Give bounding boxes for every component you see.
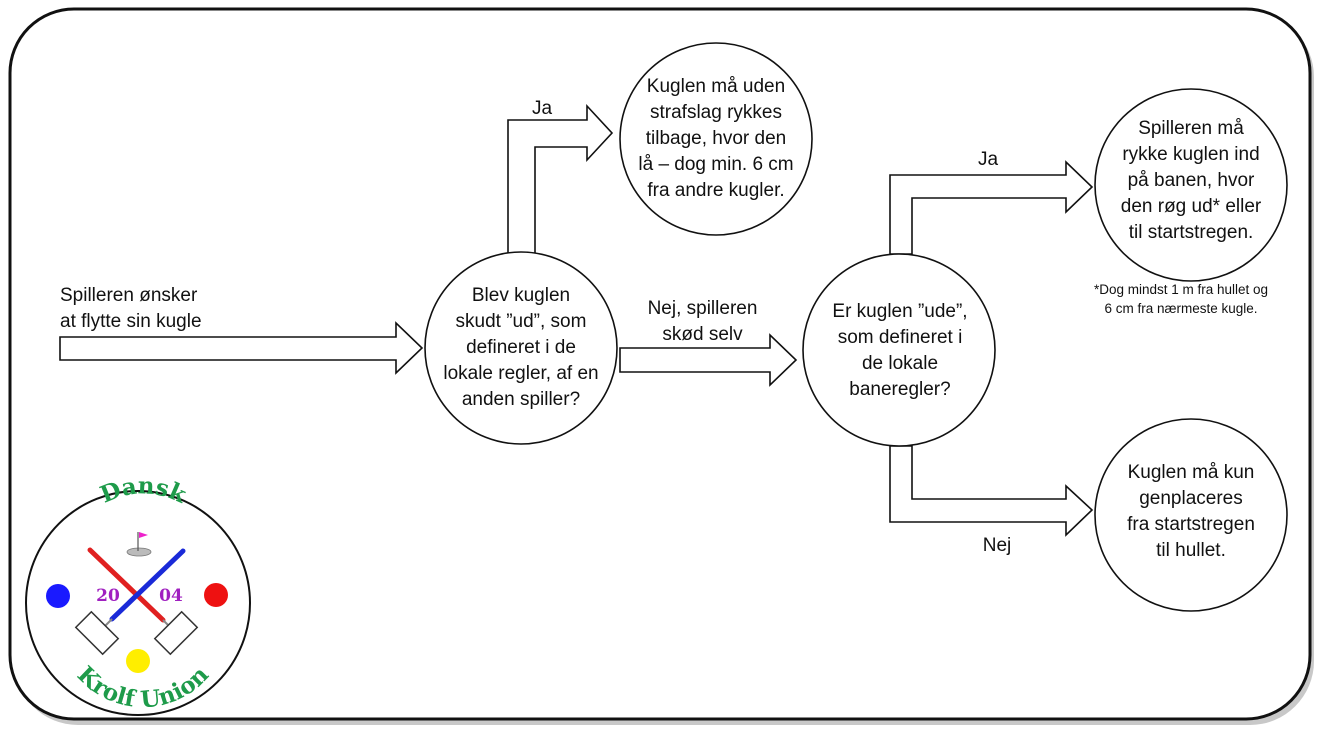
hole-icon (126, 547, 152, 557)
node-q2-text: Er kuglen ”ude”, som defineret i de loka… (832, 301, 968, 400)
arrow-q2-yes (889, 160, 1094, 255)
node-a2-circle (1094, 88, 1288, 282)
node-q1-circle (424, 251, 618, 445)
ball-yellow-icon (126, 649, 150, 673)
edge-q1-no-label: Nej, spilleren skød selv (647, 298, 758, 345)
edge-q1-yes-label: Ja (531, 98, 553, 119)
mallet-head-right-icon (153, 610, 199, 656)
ball-blue-icon (46, 584, 70, 608)
arrow-q1-yes (507, 103, 614, 257)
mallet-red-icon (87, 547, 166, 623)
arrow-start-to-q1 (59, 321, 424, 375)
logo-year-left: 20 (96, 586, 120, 606)
node-a3-text: Kuglen må kun genplaceres fra startstreg… (1127, 462, 1255, 561)
arrow-q1-no (619, 333, 798, 387)
node-a1-text: Kuglen må uden strafslag rykkes tilbage,… (638, 76, 794, 201)
node-a2-text: Spilleren må rykke kuglen ind på banen, … (1120, 118, 1262, 243)
ball-red-icon (204, 583, 228, 607)
footnote: *Dog mindst 1 m fra hullet og 6 cm fra n… (1093, 282, 1269, 316)
edge-q2-yes-label: Ja (977, 149, 999, 170)
logo-year-right: 04 (159, 586, 183, 606)
node-q2-circle (802, 253, 996, 447)
start-label: Spilleren ønsker at flytte sin kugle (60, 285, 202, 332)
mallet-blue-icon (109, 548, 186, 622)
arrow-q2-no (889, 445, 1094, 537)
edge-q2-no-label: Nej (982, 535, 1012, 556)
logo-circle (25, 490, 251, 716)
mallet-head-left-icon (74, 610, 120, 656)
node-a1-circle (619, 42, 813, 236)
flag-icon (139, 532, 148, 538)
node-a3-circle (1094, 418, 1288, 612)
node-q1-text: Blev kuglen skudt ”ud”, som defineret i … (443, 285, 599, 410)
